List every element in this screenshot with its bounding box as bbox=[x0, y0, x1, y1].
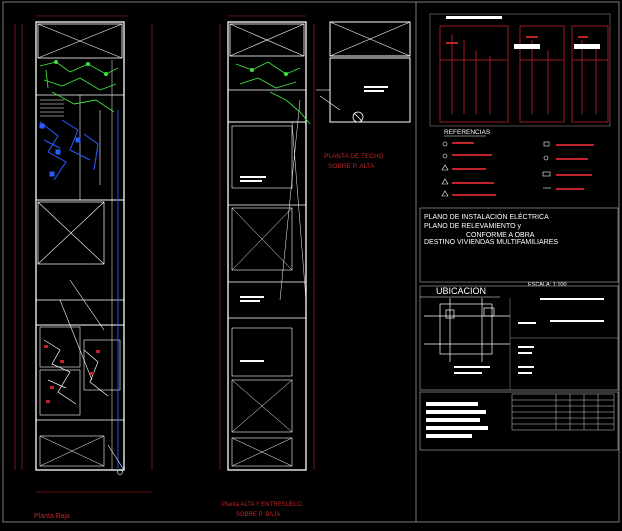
single-line-diagram bbox=[429, 13, 611, 127]
ground-floor-caption: Planta Baja bbox=[34, 513, 70, 520]
roof-caption-line1: PLANTA DE TECHO bbox=[324, 153, 384, 160]
ground-floor-plan: Planta Baja bbox=[14, 15, 153, 520]
data-table bbox=[511, 393, 615, 431]
plan-title-line1: PLANO DE INSTALACIÓN ELÉCTRICA bbox=[424, 212, 549, 221]
plan-title-line3: CONFORME A OBRA bbox=[466, 232, 535, 239]
plan-title-line2: PLANO DE RELEVAMIENTO y bbox=[424, 223, 521, 230]
location-map bbox=[424, 298, 510, 362]
ground-floor-circuits-green bbox=[39, 59, 119, 113]
north-arrow-icon bbox=[352, 111, 364, 123]
sheet-frame bbox=[2, 1, 620, 523]
roof-caption-line2: SOBRE P. ALTA bbox=[328, 163, 375, 170]
upper-floor-plan: Planta ALTA Y ENTRESUELO SOBRE P. BAJA bbox=[219, 15, 315, 518]
upper-floor-caption-line2: SOBRE P. BAJA bbox=[236, 512, 280, 518]
roof-plan: PLANTA DE TECHO SOBRE P. ALTA bbox=[316, 21, 411, 170]
ground-floor-circuits-blue bbox=[39, 110, 119, 470]
legend: REFERENCIAS bbox=[441, 129, 594, 197]
legend-title: REFERENCIAS bbox=[444, 129, 491, 136]
scale-label: ESCALA: 1:100 bbox=[528, 282, 567, 288]
upper-floor-caption-line1: Planta ALTA Y ENTRESUELO bbox=[222, 502, 302, 508]
title-block-panel: REFERENCIAS PLANO DE INSTALACIÓN ELÉCTRI… bbox=[415, 2, 619, 522]
location-title: UBICACION bbox=[436, 286, 486, 296]
plan-title-line4: DESTINO VIVIENDAS MULTIFAMILIARES bbox=[424, 239, 558, 246]
